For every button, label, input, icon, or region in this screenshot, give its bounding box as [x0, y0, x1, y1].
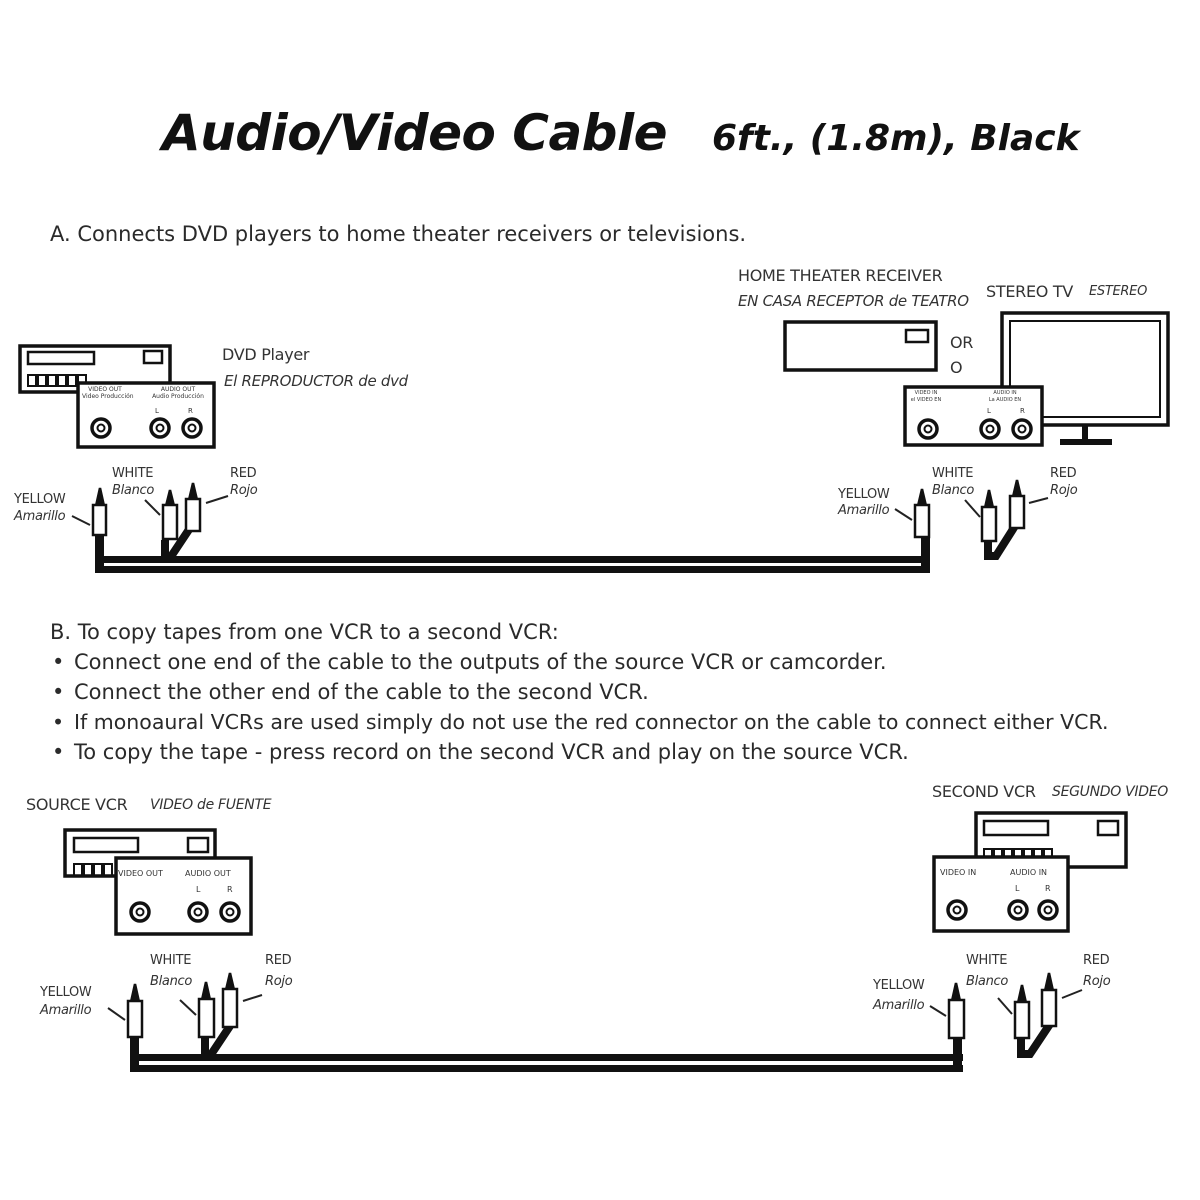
second-vcr-right-label: R — [1045, 884, 1051, 893]
a-right-white-label-es: Blanco — [932, 483, 975, 498]
a-left-yellow-label-es: Amarillo — [14, 509, 66, 524]
plug-white-a-left — [161, 489, 179, 541]
b-left-white-label-es: Blanco — [150, 974, 193, 989]
section-a-heading: A. Connects DVD players to home theater … — [50, 222, 747, 246]
section-b-heading: B. To copy tapes from one VCR to a secon… — [50, 620, 559, 644]
tv-video-in-text-es: el VIDEO EN — [910, 397, 942, 403]
tv-input-panel-icon — [903, 385, 1044, 447]
second-vcr-label: SECOND VCR — [932, 782, 1036, 801]
b-right-white-label-es: Blanco — [966, 974, 1009, 989]
a-left-white-label-es: Blanco — [112, 483, 155, 498]
source-vcr-video-out-label: VIDEO OUT — [118, 869, 163, 878]
receiver-label: HOME THEATER RECEIVER — [738, 266, 943, 285]
b-left-red-label-es: Rojo — [265, 974, 293, 989]
source-vcr-left-label: L — [196, 885, 201, 894]
dvd-audio-out-text-es: Audio Producción — [152, 393, 204, 400]
plug-white-b-right — [1013, 984, 1031, 1040]
tv-audio-in-text: AUDIO IN — [993, 390, 1017, 396]
dvd-right-label: R — [188, 407, 193, 415]
dvd-audio-out-label: AUDIO OUT Audio Producción — [148, 386, 208, 400]
plug-red-a-right — [1008, 479, 1026, 530]
b-left-white-label: WHITE — [150, 953, 192, 968]
cable-spec: 6ft., (1.8m), Black — [712, 118, 1080, 159]
a-right-red-label: RED — [1050, 466, 1077, 481]
source-vcr-right-label: R — [227, 885, 233, 894]
dvd-audio-out-text: AUDIO OUT — [160, 386, 196, 393]
b-left-yellow-label-es: Amarillo — [40, 1003, 92, 1018]
section-b-bullet: If monoaural VCRs are used simply do not… — [52, 710, 1108, 734]
a-left-yellow-label: YELLOW — [14, 492, 66, 507]
dvd-left-label: L — [155, 407, 159, 415]
cable-b — [130, 1021, 1054, 1072]
b-right-yellow-label: YELLOW — [873, 978, 925, 993]
rca-plugs — [91, 479, 1058, 1040]
source-vcr-icon — [63, 828, 253, 936]
leader-lines — [71, 495, 1083, 1021]
second-vcr-audio-in-label: AUDIO IN — [1010, 868, 1048, 877]
a-right-yellow-label-es: Amarillo — [838, 503, 890, 518]
section-b-bullet: Connect one end of the cable to the outp… — [52, 650, 887, 674]
plug-red-b-left — [221, 972, 239, 1029]
second-vcr-label-es: SEGUNDO VIDEO — [1052, 784, 1169, 800]
section-b-bullet: Connect the other end of the cable to th… — [52, 680, 649, 704]
receiver-icon — [783, 320, 938, 372]
section-b-bullet: To copy the tape - press record on the s… — [52, 740, 909, 764]
dvd-video-out-text-es: Video Producción — [82, 393, 134, 400]
b-right-red-label-es: Rojo — [1083, 974, 1111, 989]
or-label: OR — [950, 333, 974, 352]
tv-label: STEREO TV — [986, 282, 1073, 301]
second-vcr-icon — [932, 811, 1128, 933]
tv-left-label: L — [987, 407, 991, 415]
second-vcr-left-label: L — [1015, 884, 1020, 893]
a-left-red-label-es: Rojo — [230, 483, 258, 498]
receiver-label-es: EN CASA RECEPTOR de TEATRO — [738, 292, 969, 310]
tv-label-es: ESTEREO — [1089, 284, 1147, 299]
b-right-yellow-label-es: Amarillo — [873, 998, 925, 1013]
tv-audio-in-label: AUDIO IN La AUDIO EN — [972, 390, 1038, 404]
b-left-red-label: RED — [265, 953, 292, 968]
diagram-title: Audio/Video Cable — [162, 104, 668, 162]
cable-a — [95, 523, 1019, 573]
plug-yellow-b-right — [947, 982, 966, 1040]
dvd-video-out-label: VIDEO OUT Video Producción — [82, 386, 134, 400]
plug-yellow-a-right — [913, 488, 931, 539]
tv-video-in-text: VIDEO IN — [914, 390, 938, 396]
a-left-white-label: WHITE — [112, 466, 154, 481]
source-vcr-label: SOURCE VCR — [26, 795, 128, 814]
plug-yellow-b-left — [126, 983, 144, 1039]
source-vcr-audio-out-label: AUDIO OUT — [185, 869, 231, 878]
a-right-white-label: WHITE — [932, 466, 974, 481]
b-left-yellow-label: YELLOW — [40, 985, 92, 1000]
tv-video-in-label: VIDEO IN el VIDEO EN — [906, 390, 946, 404]
a-left-red-label: RED — [230, 466, 257, 481]
dvd-video-out-text: VIDEO OUT — [88, 386, 122, 393]
plug-red-b-right — [1040, 972, 1058, 1028]
a-right-red-label-es: Rojo — [1050, 483, 1078, 498]
plug-white-a-right — [980, 489, 998, 543]
or-label-es: O — [950, 358, 963, 377]
tv-audio-in-text-es: La AUDIO EN — [988, 397, 1022, 403]
dvd-player-label-es: El REPRODUCTOR de dvd — [224, 372, 408, 390]
b-right-white-label: WHITE — [966, 953, 1008, 968]
source-vcr-label-es: VIDEO de FUENTE — [150, 797, 272, 813]
a-right-yellow-label: YELLOW — [838, 487, 890, 502]
b-right-red-label: RED — [1083, 953, 1110, 968]
plug-yellow-a-left — [91, 487, 108, 537]
dvd-player-label: DVD Player — [222, 345, 310, 364]
plug-white-b-left — [197, 981, 216, 1039]
dvd-player-icon — [18, 344, 216, 449]
tv-right-label: R — [1020, 407, 1025, 415]
second-vcr-video-in-label: VIDEO IN — [940, 868, 977, 877]
plug-red-a-left — [184, 482, 202, 533]
